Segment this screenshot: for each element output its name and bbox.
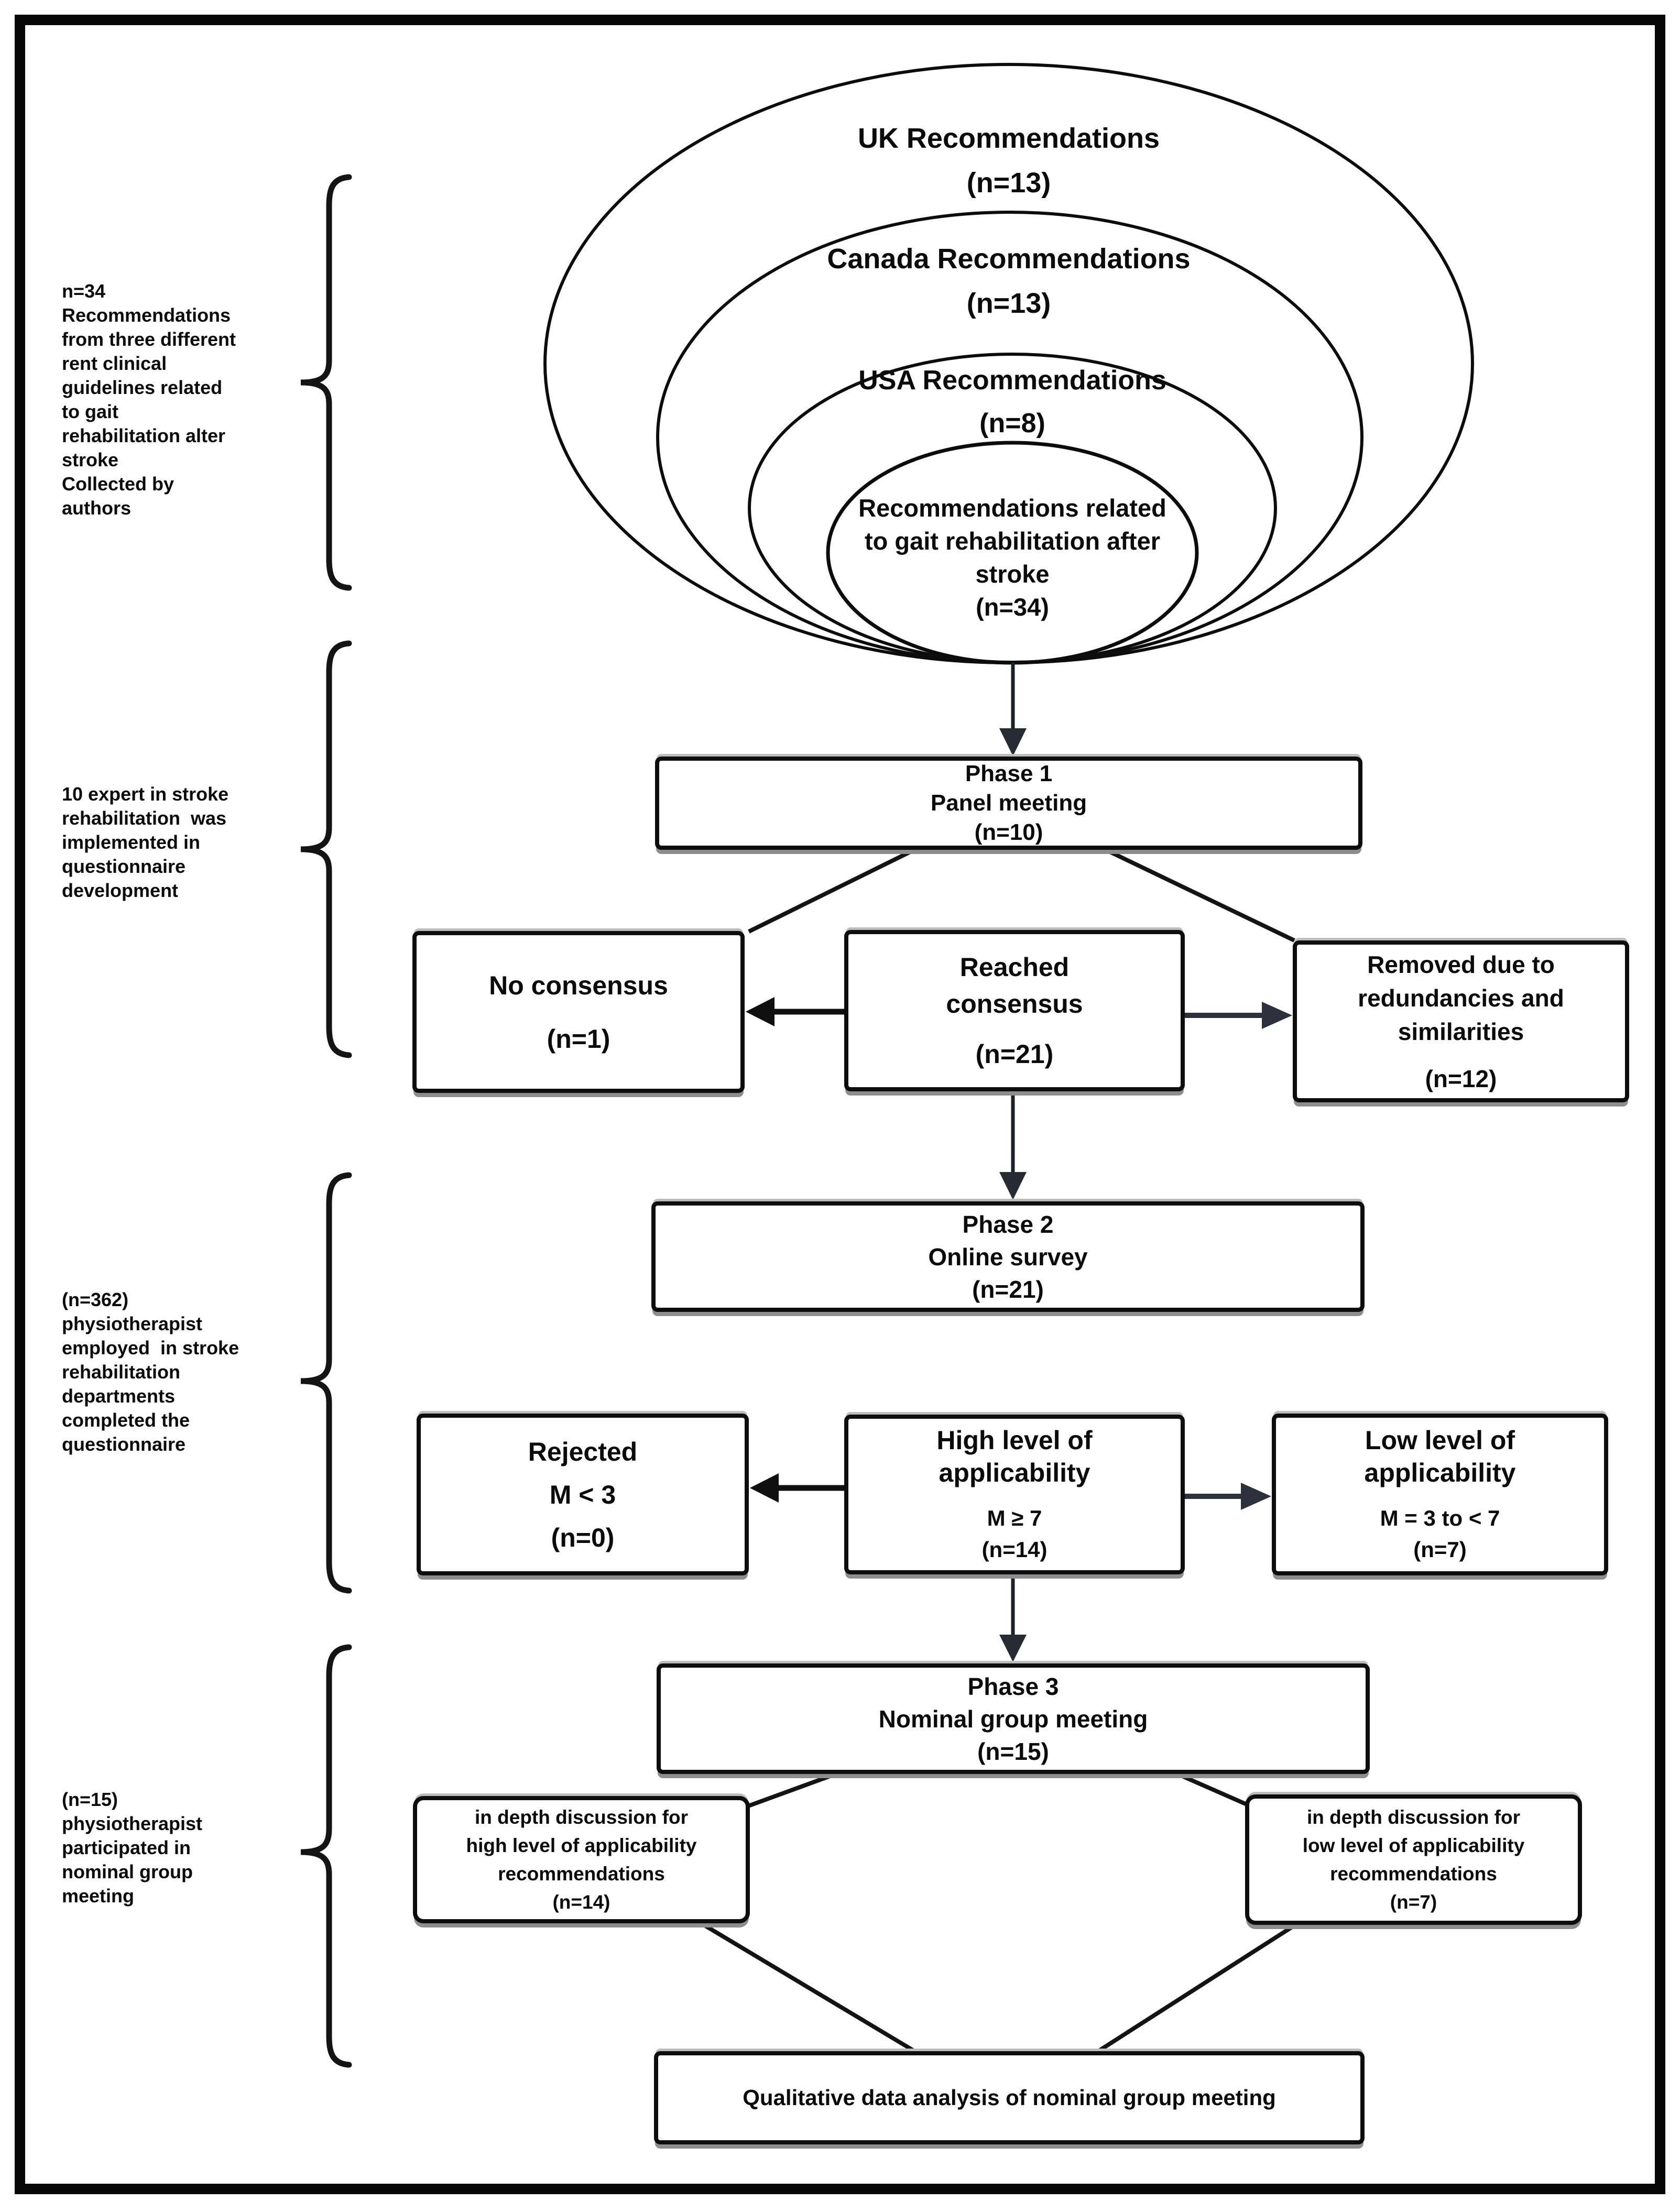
arrowhead-down-icon (999, 1635, 1027, 1662)
connector-depthhigh-to-final (700, 1921, 914, 2052)
venn-label-inner-line3: stroke (975, 560, 1050, 588)
curly-brace-3 (300, 1172, 352, 1594)
connector-depthlow-to-final (1098, 1923, 1297, 2052)
reached-consensus-box: Reached consensus (n=21) (844, 930, 1185, 1091)
figure-border (15, 15, 1665, 2194)
curly-brace-2 (300, 640, 352, 1058)
phase3-box: Phase 3 Nominal group meeting (n=15) (657, 1663, 1370, 1774)
venn-label-usa-text: USA Recommendations (858, 365, 1166, 396)
connector-phase1-to-noconsensus (748, 848, 915, 934)
removed-redundancies-box: Removed due to redundancies and similari… (1293, 940, 1629, 1102)
arrowhead-right-icon (1262, 1002, 1292, 1029)
venn-label-uk-text: UK Recommendations (857, 123, 1160, 154)
venn-label-canada: Canada Recommendations (n=13) (694, 237, 1323, 326)
venn-label-uk-count: (n=13) (966, 167, 1051, 199)
venn-label-usa: USA Recommendations (n=8) (750, 359, 1274, 445)
venn-label-inner: Recommendations related to gait rehabili… (829, 491, 1196, 623)
venn-label-inner-line2: to gait rehabilitation after (864, 527, 1161, 555)
arrowhead-right-icon (1241, 1483, 1271, 1510)
depth-discussion-high-box: in depth discussion for high level of ap… (413, 1796, 750, 1923)
rejected-box: Rejected M < 3 (n=0) (417, 1414, 749, 1575)
connector-phase1-to-removed (1105, 848, 1295, 943)
qualitative-analysis-box: Qualitative data analysis of nominal gro… (654, 2051, 1365, 2144)
venn-label-inner-count: (n=34) (976, 593, 1049, 621)
arrowhead-left-icon (746, 997, 774, 1026)
curly-brace-1 (300, 174, 352, 591)
phase1-box: Phase 1 Panel meeting (n=10) (655, 757, 1362, 850)
no-consensus-box: No consensus (n=1) (412, 931, 745, 1093)
arrowhead-left-icon (750, 1473, 779, 1503)
depth-discussion-low-box: in depth discussion for low level of app… (1245, 1794, 1582, 1925)
arrowhead-down-icon (999, 1172, 1027, 1200)
annotation-survey: (n=362) physiotherapist employed in stro… (62, 1289, 239, 1455)
annotation-experts: 10 expert in stroke rehabilitation was i… (62, 783, 229, 901)
connector-phase3-to-depthlow (1176, 1772, 1248, 1806)
venn-label-usa-count: (n=8) (979, 408, 1045, 439)
connector-phase3-to-depthhigh (747, 1772, 837, 1808)
venn-label-canada-count: (n=13) (966, 288, 1051, 319)
venn-label-uk: UK Recommendations (n=13) (747, 116, 1271, 205)
annotation-nominal-group: (n=15) physiotherapist participated in n… (62, 1789, 203, 1907)
low-applicability-box: Low level of applicability M = 3 to < 7 … (1272, 1414, 1608, 1575)
annotation-guidelines: n=34 Recommendations from three differen… (62, 280, 236, 519)
venn-label-canada-text: Canada Recommendations (827, 243, 1191, 275)
venn-label-inner-line1: Recommendations related (858, 494, 1166, 522)
high-applicability-box: High level of applicability M ≥ 7 (n=14) (844, 1415, 1185, 1574)
curly-brace-4 (300, 1644, 352, 2068)
phase2-box: Phase 2 Online survey (n=21) (651, 1201, 1365, 1312)
arrowhead-down-icon (999, 728, 1027, 756)
